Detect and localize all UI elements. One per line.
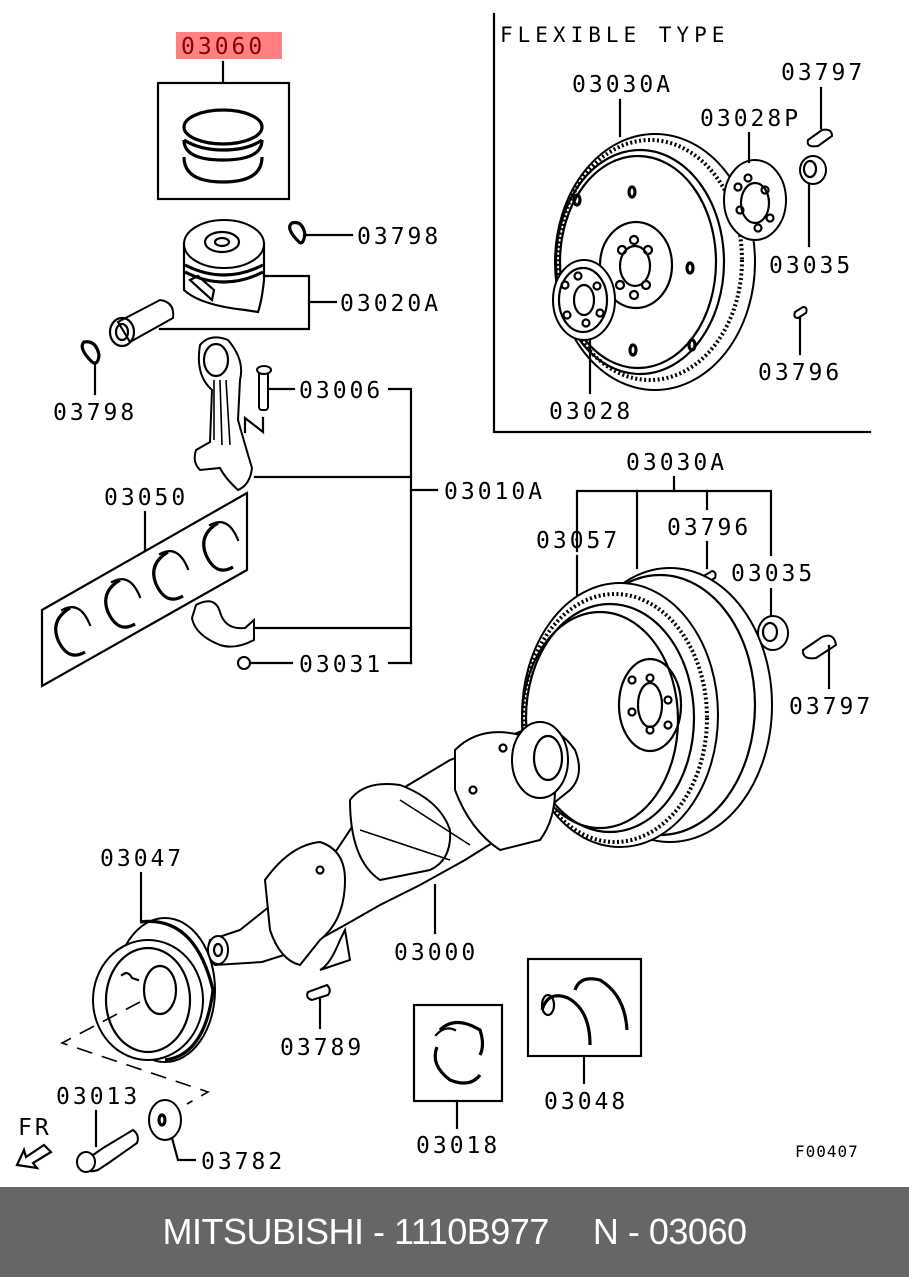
piston-icon [182,219,266,314]
callout-label[interactable]: 03028P [700,106,801,132]
woodruff-key-icon [306,983,331,1002]
flexible-type-inset: FLEXIBLE TYPE [492,12,872,434]
callout-flex-adapter-plate[interactable]: 03028P [700,106,801,164]
connecting-rod-icon [193,336,254,492]
caption-position-number: 03060 [648,1211,747,1252]
callout-label[interactable]: 03797 [789,694,873,720]
snap-ring-icon [288,220,307,245]
callout-label[interactable]: 03798 [53,400,137,426]
caption-brand: MITSUBISHI [162,1211,364,1252]
callout-label[interactable]: 03782 [201,1149,285,1175]
bushing-icon [757,615,789,651]
washer-icon [148,1099,182,1141]
callout-flywheel-assembly[interactable]: 03030A [575,450,773,570]
callout-label[interactable]: 03010A [444,479,545,505]
caption-position-prefix: N [592,1211,619,1252]
pulley-bolt-icon [76,1128,139,1173]
arrow-front-icon [15,1143,53,1170]
crankshaft-icon [207,721,580,971]
callout-label[interactable]: 03796 [758,360,842,386]
figure-code: F00407 [795,1142,859,1161]
flywheel-icon [520,567,773,848]
bolt-icon [806,128,834,148]
callout-flex-drive-plate[interactable]: 03030A [572,72,673,138]
callout-label[interactable]: 03020A [340,291,441,317]
callout-snap-ring-top[interactable]: 03798 [302,224,441,250]
callout-flex-pin[interactable]: 03796 [758,316,842,386]
callout-label[interactable]: 03035 [731,561,815,587]
caption-separator: - [627,1211,640,1252]
callout-main-bearing[interactable]: 03018 [416,1099,500,1159]
callout-label[interactable]: 03028 [549,399,633,425]
callout-thrust-washer[interactable]: 03048 [544,1054,628,1115]
callout-label[interactable]: 03047 [100,846,184,872]
callout-flywheel-pin[interactable]: 03796 [667,515,751,570]
bolt-icon [801,634,838,660]
callout-label[interactable]: 03789 [280,1035,364,1061]
callout-flex-bolt[interactable]: 03797 [781,60,865,130]
parts-diagram: 03060 03798 03020A 03798 [15,12,873,1175]
callout-label-03060[interactable]: 03060 [181,34,265,60]
dashed-alignment-line [59,1001,210,1105]
callout-label[interactable]: 03048 [544,1089,628,1115]
main-bearing-icon [412,1003,504,1103]
bushing-icon [799,155,827,185]
callout-woodruff-key[interactable]: 03789 [280,996,364,1061]
inset-title: FLEXIBLE TYPE [500,23,729,47]
bearing-set-icon [40,491,249,688]
callout-conrod-bearing-set[interactable]: 03050 [104,485,188,553]
callout-label[interactable]: 03031 [299,652,383,678]
callout-label[interactable]: 03006 [299,378,383,404]
thrust-washer-icon [526,957,643,1058]
piston-pin-icon [108,298,175,348]
callout-snap-ring-left[interactable]: 03798 [53,361,137,426]
callout-conrod-assembly[interactable]: 03010A [253,475,545,505]
callout-ring-gear[interactable]: 03057 [536,528,620,605]
callout-label[interactable]: 03797 [781,60,865,86]
caption-part-number: 1110B977 [394,1211,549,1252]
callout-label[interactable]: 03796 [667,515,751,541]
snap-ring-icon [80,340,101,365]
callout-conrod-bolt[interactable]: 03006 [268,378,413,665]
direction-label: FR [18,1115,52,1141]
callout-conrod-nut[interactable]: 03031 [248,626,413,678]
front-direction-indicator: FR [15,1115,53,1170]
callout-label[interactable]: 03000 [394,940,478,966]
callout-label[interactable]: 03018 [416,1133,500,1159]
conrod-cap-icon [190,600,255,670]
highlight-box [176,32,282,59]
callout-flex-bushing[interactable]: 03035 [769,182,853,279]
callout-label[interactable]: 03798 [357,224,441,250]
damper-pulley-icon [92,917,216,1063]
callout-piston-assembly[interactable]: 03020A [158,274,441,331]
callout-label[interactable]: 03013 [56,1084,140,1110]
callout-flywheel-bolt[interactable]: 03797 [789,644,873,720]
callout-crankshaft[interactable]: 03000 [394,883,478,966]
callout-piston-rings[interactable]: 03060 [176,32,282,84]
conrod-bolt-icon [243,365,272,435]
callout-label[interactable]: 03030A [572,72,673,98]
adapter-icon [552,259,616,341]
callout-flywheel-bushing[interactable]: 03035 [731,561,815,619]
callout-damper-pulley[interactable]: 03047 [100,846,184,922]
callout-pulley-washer[interactable]: 03782 [170,1136,285,1175]
adapter-plate-icon [723,159,787,241]
callout-label[interactable]: 03057 [536,528,620,554]
callout-pulley-bolt[interactable]: 03013 [56,1084,140,1148]
caption-separator: - [373,1211,385,1252]
callout-flex-adapter[interactable]: 03028 [549,338,633,425]
caption-bar: MITSUBISHI - 1110B977 N - 03060 [0,1187,909,1277]
callout-label[interactable]: 03050 [104,485,188,511]
callout-label[interactable]: 03030A [626,450,727,476]
piston-rings-icon [156,81,291,201]
pin-icon [793,305,808,320]
callout-label[interactable]: 03035 [769,253,853,279]
